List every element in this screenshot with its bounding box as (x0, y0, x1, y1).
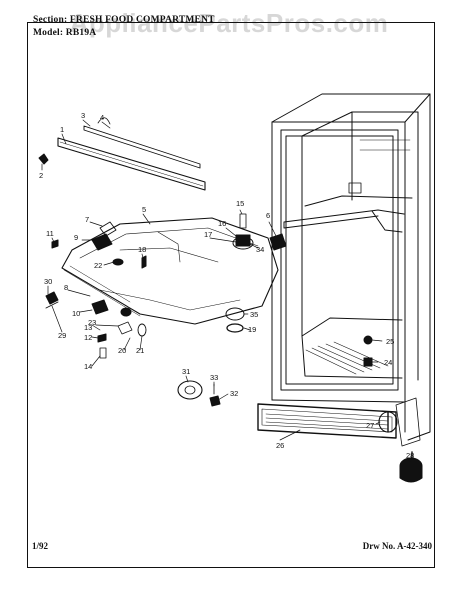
callout-28: 28 (406, 451, 414, 460)
callout-14: 14 (84, 362, 92, 371)
callout-11: 11 (46, 229, 54, 238)
cabinet-drawing (257, 93, 431, 483)
callout-9: 9 (74, 233, 78, 242)
leader-lines (41, 119, 411, 463)
callout-35: 35 (250, 310, 258, 319)
callout-25: 25 (386, 337, 394, 346)
watermark: AppliancePartsPros.com (69, 8, 389, 38)
callout-27: 27 (366, 421, 374, 430)
callout-17: 17 (204, 230, 212, 239)
drawing-number: Drw No. A-42-340 (362, 541, 432, 551)
parts-drawing (38, 117, 398, 433)
callout-7: 7 (85, 215, 89, 224)
callout-8: 8 (64, 283, 68, 292)
callout-21: 21 (136, 346, 144, 355)
callout-1: 1 (60, 125, 64, 134)
callout-23: 23 (88, 318, 96, 327)
callout-29: 29 (58, 331, 66, 340)
callout-22: 22 (94, 261, 102, 270)
callout-33: 33 (210, 373, 218, 382)
callout-10: 10 (72, 309, 80, 318)
callout-20: 20 (118, 346, 126, 355)
callout-2: 2 (39, 171, 43, 180)
callout-19: 19 (248, 325, 256, 334)
date-code: 1/92 (32, 541, 49, 551)
callout-31: 31 (182, 367, 190, 376)
callout-26: 26 (276, 441, 284, 450)
callout-16: 16 (218, 219, 226, 228)
callout-6: 6 (266, 211, 270, 220)
callout-5: 5 (142, 205, 146, 214)
callout-32: 32 (230, 389, 238, 398)
callout-30: 30 (44, 277, 52, 286)
model-title: Model: RB19A (33, 28, 97, 38)
callout-15: 15 (236, 199, 244, 208)
callout-24: 24 (384, 358, 392, 367)
callout-13: 13 (84, 323, 92, 332)
callout-4: 4 (100, 113, 104, 122)
diagram-frame (27, 22, 435, 568)
callout-3: 3 (81, 111, 85, 120)
section-title: Section: FRESH FOOD COMPARTMENT (33, 15, 215, 25)
callout-34: 34 (256, 245, 264, 254)
callout-18: 18 (138, 245, 146, 254)
callout-12: 12 (84, 333, 92, 342)
